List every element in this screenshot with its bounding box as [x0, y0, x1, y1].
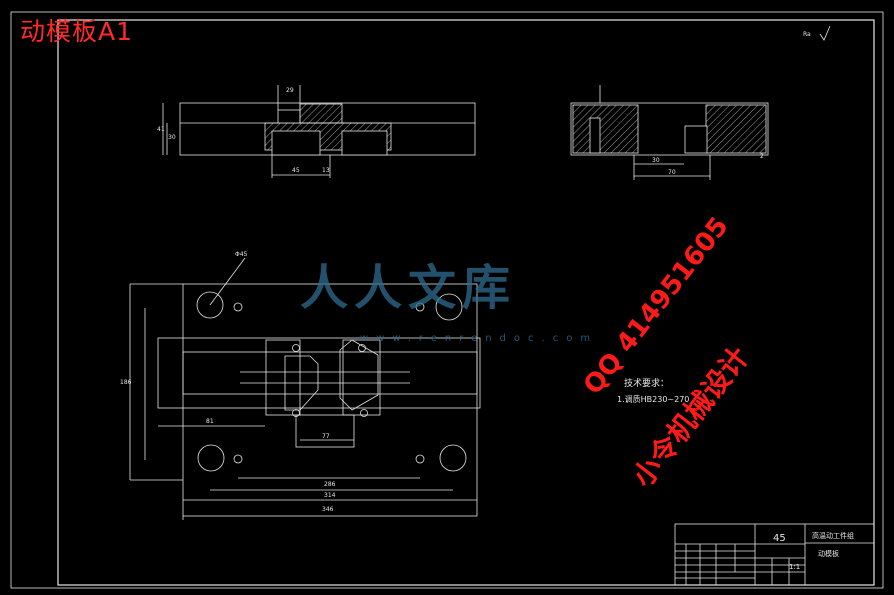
svg-text:81: 81	[206, 418, 214, 425]
svg-text:286: 286	[324, 481, 336, 488]
outer-border	[10, 11, 884, 589]
roughness-note: Ra	[803, 31, 811, 38]
svg-text:30: 30	[652, 157, 660, 164]
svg-text:70: 70	[668, 169, 676, 176]
plan-view-dims: 346 314 286 77 186 81 Φ45	[120, 251, 336, 513]
tech-requirements-line: 1.调质HB230~270	[617, 395, 690, 404]
svg-text:2: 2	[760, 153, 764, 160]
svg-text:186: 186	[120, 379, 132, 386]
title-block-title-line1: 高温动工件组	[812, 532, 854, 540]
watermark-logo-text: 人人文库	[300, 260, 517, 316]
svg-text:77: 77	[322, 433, 330, 440]
watermark-url: www.renrendoc.com	[360, 333, 599, 344]
title-block	[674, 523, 875, 586]
svg-text:314: 314	[324, 492, 336, 499]
title-block-title-line2: 动模板	[818, 550, 839, 558]
svg-text:Φ45: Φ45	[235, 251, 248, 258]
svg-text:29: 29	[286, 87, 294, 94]
drawing-title: 动模板A1	[20, 17, 134, 46]
svg-text:13: 13	[322, 167, 330, 174]
svg-text:30: 30	[168, 134, 176, 141]
top-view-dims: 45 13 41 30 29	[157, 87, 330, 174]
plan-view	[129, 257, 481, 520]
side-view-dims: 70 30 2	[652, 153, 764, 176]
roughness-symbol: Ra	[803, 25, 831, 41]
side-section-view	[570, 85, 769, 180]
top-section-view	[162, 85, 476, 178]
title-block-scale: 1:1	[789, 563, 801, 571]
svg-text:41: 41	[157, 126, 165, 133]
tech-requirements-title: 技术要求：	[624, 379, 670, 389]
svg-text:45: 45	[292, 167, 300, 174]
svg-text:346: 346	[322, 506, 334, 513]
title-block-part-number: 45	[773, 533, 786, 544]
inner-frame	[57, 19, 875, 586]
